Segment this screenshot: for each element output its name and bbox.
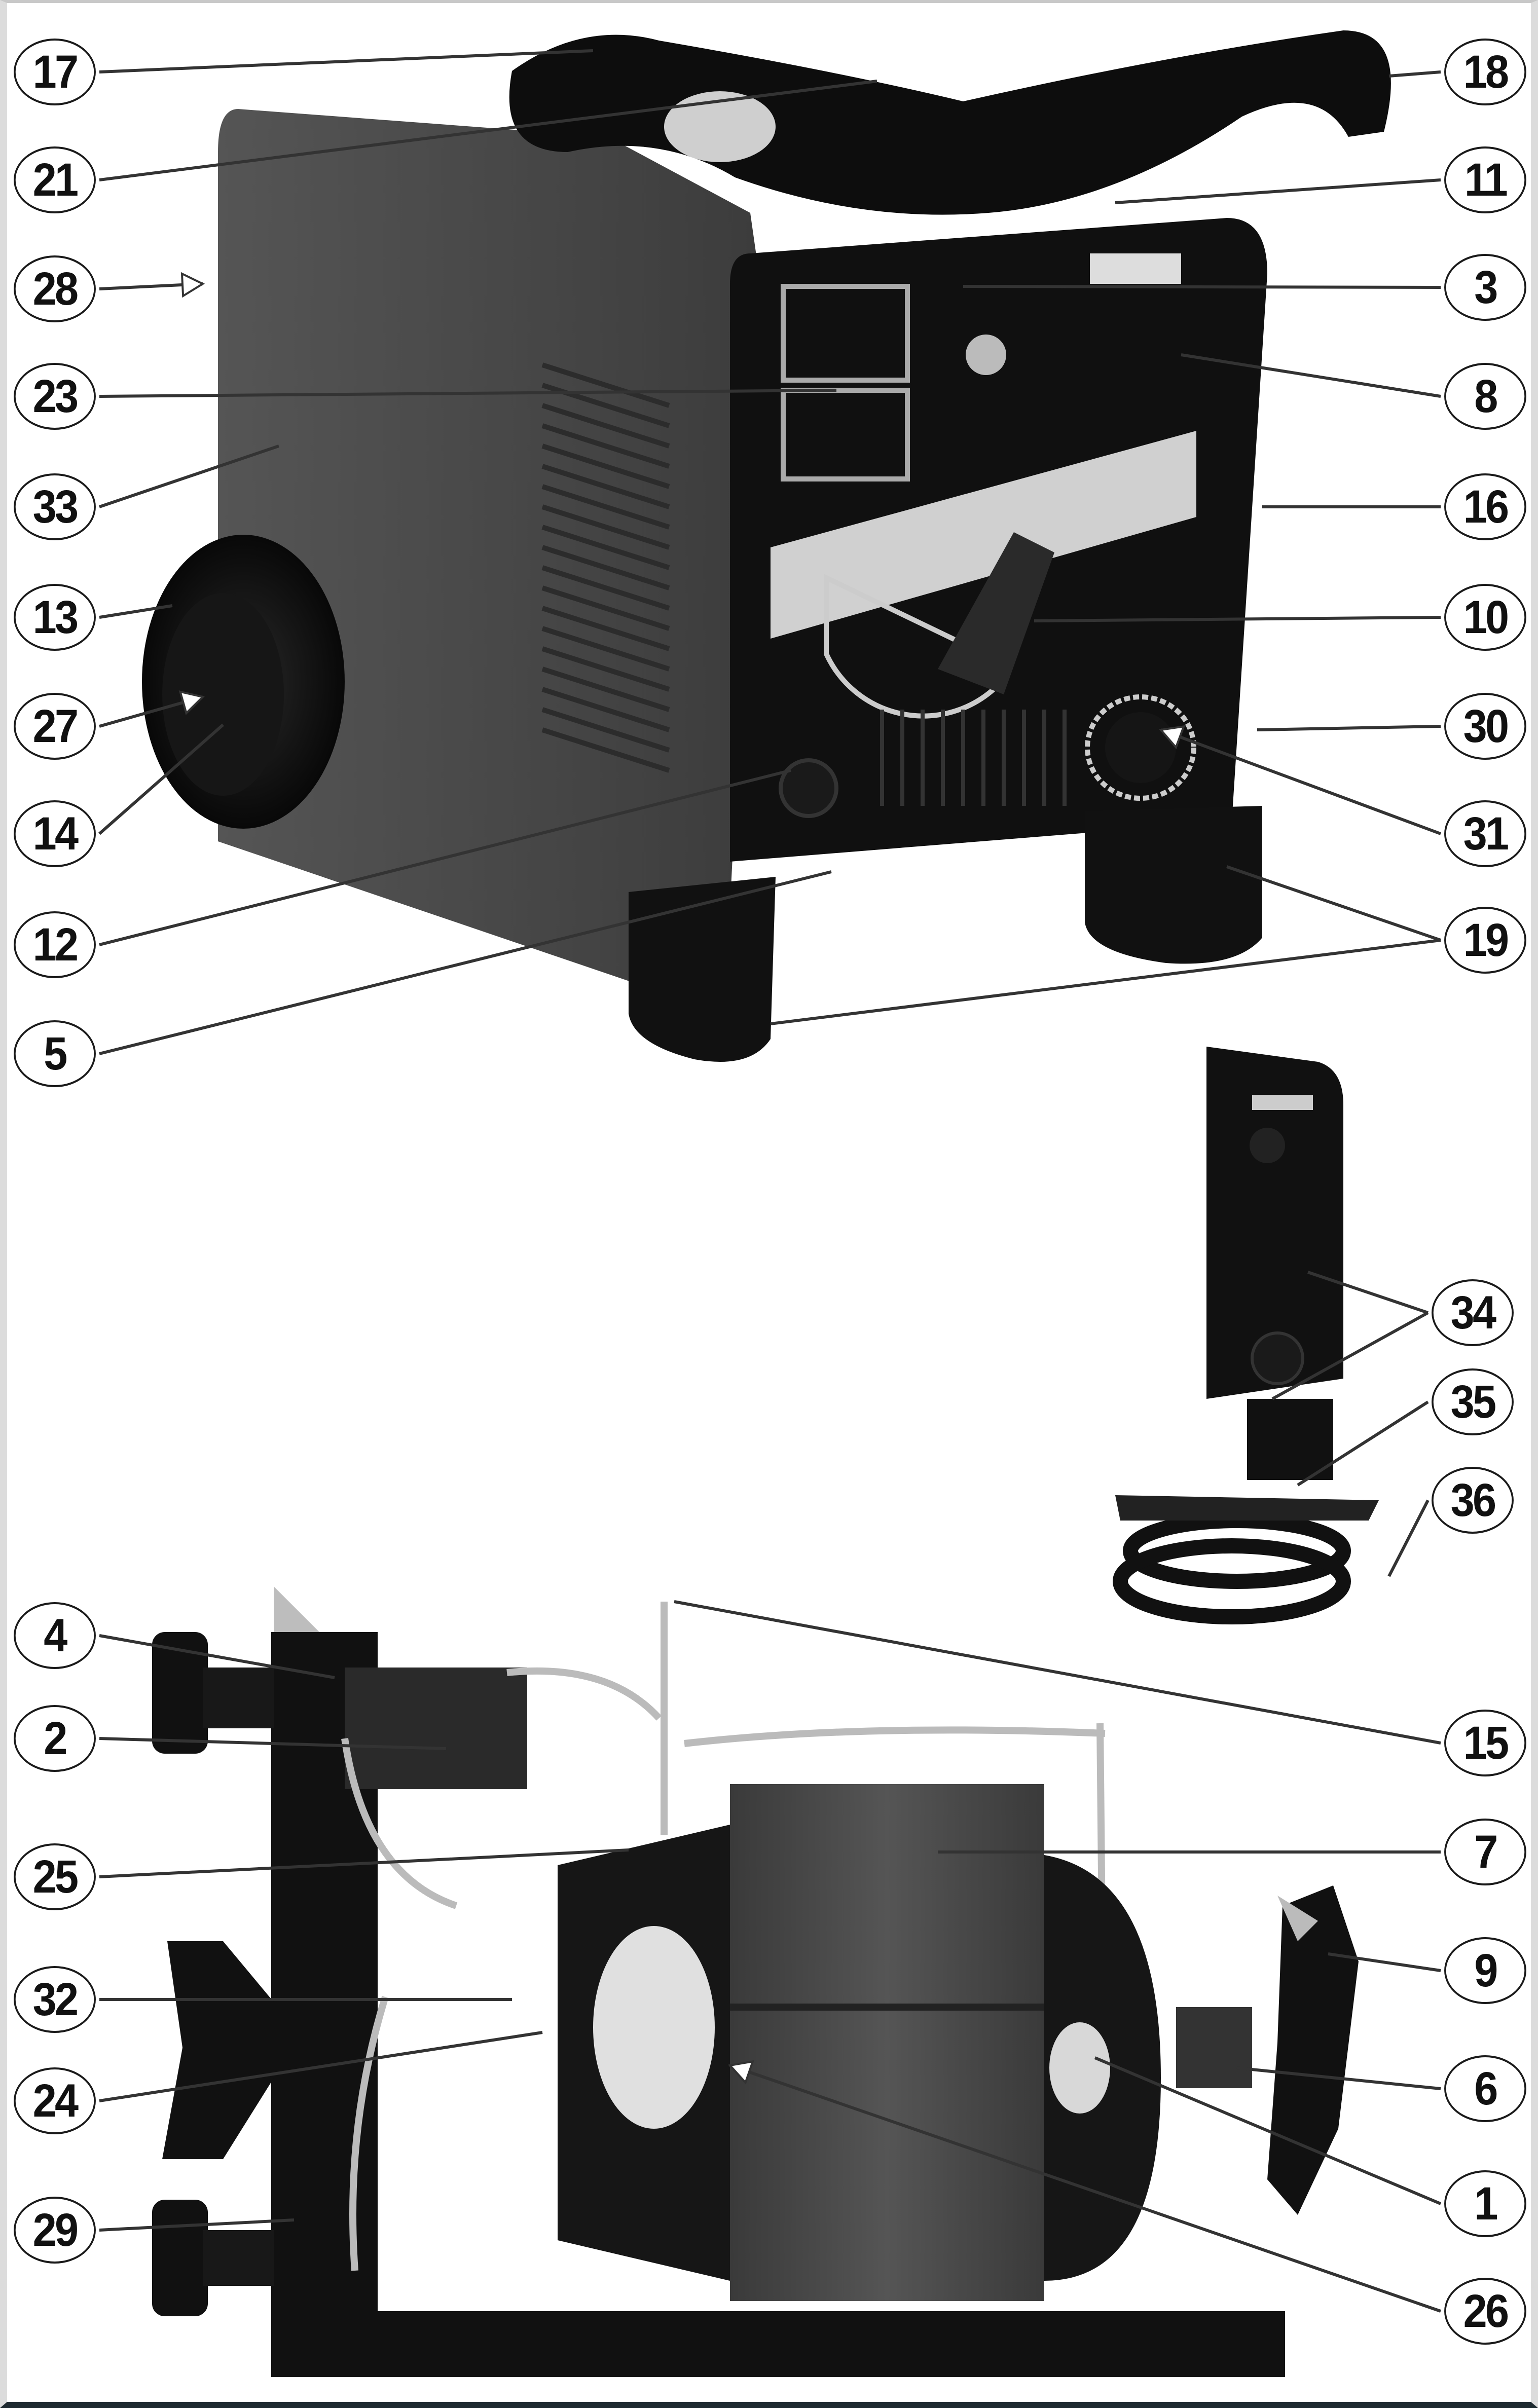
callout-9: 9 bbox=[1444, 1937, 1526, 2004]
knob-lower-shaft bbox=[203, 2230, 274, 2286]
callout-17: 17 bbox=[14, 39, 96, 105]
callout-28: 28 bbox=[14, 255, 96, 322]
control-knob-frame-upper bbox=[781, 284, 910, 383]
callout-26: 26 bbox=[1444, 2278, 1526, 2345]
callout-34: 34 bbox=[1432, 1279, 1514, 1346]
callout-27: 27 bbox=[14, 693, 96, 760]
fan-motor bbox=[1176, 2007, 1252, 2088]
knob-upper-shaft bbox=[203, 1668, 274, 1728]
callout-3: 3 bbox=[1444, 254, 1526, 321]
internal-components-view bbox=[152, 1586, 1359, 2377]
rating-label-strip bbox=[771, 431, 1196, 639]
callout-24: 24 bbox=[14, 2067, 96, 2134]
earth-socket bbox=[779, 758, 838, 818]
callout-10: 10 bbox=[1444, 584, 1526, 651]
panel-detail-stand bbox=[1247, 1399, 1333, 1480]
callout-23: 23 bbox=[14, 363, 96, 430]
current-adjust-handle bbox=[938, 532, 1054, 694]
panel-detail-label bbox=[1252, 1095, 1313, 1110]
knob-upper bbox=[152, 1632, 208, 1754]
callout-14: 14 bbox=[14, 800, 96, 867]
callout-21: 21 bbox=[14, 146, 96, 213]
control-knob-frame-lower bbox=[781, 388, 910, 481]
knob-middle bbox=[162, 1941, 274, 2159]
callout-32: 32 bbox=[14, 1966, 96, 2033]
callout-2: 2 bbox=[14, 1705, 96, 1772]
callout-7: 7 bbox=[1444, 1819, 1526, 1885]
fan-blade bbox=[1267, 1885, 1359, 2215]
thermostat bbox=[1049, 2022, 1110, 2114]
welding-machine-external-view bbox=[142, 30, 1391, 1062]
output-socket bbox=[1105, 712, 1176, 783]
callout-6: 6 bbox=[1444, 2055, 1526, 2122]
indicator-lamp bbox=[966, 335, 1006, 375]
callout-33: 33 bbox=[14, 473, 96, 540]
callout-29: 29 bbox=[14, 2197, 96, 2264]
side-vent-grille bbox=[541, 362, 670, 773]
front-vent-grille bbox=[880, 710, 1067, 806]
fan-blade-highlight bbox=[1277, 1896, 1318, 1941]
wheel-hub bbox=[162, 593, 284, 796]
knob-lower bbox=[152, 2200, 208, 2316]
front-foot-right bbox=[1085, 806, 1262, 964]
front-plate-tab bbox=[274, 1586, 324, 1637]
panel-detail-lower-socket bbox=[1251, 1331, 1304, 1385]
callout-12: 12 bbox=[14, 911, 96, 978]
front-foot-left bbox=[629, 877, 776, 1062]
electrode-holder bbox=[1115, 1495, 1379, 1521]
callout-8: 8 bbox=[1444, 363, 1526, 430]
callout-11: 11 bbox=[1444, 146, 1526, 213]
callout-36: 36 bbox=[1432, 1467, 1514, 1534]
welding-cables-accessory bbox=[1113, 1513, 1351, 1624]
callout-5: 5 bbox=[14, 1020, 96, 1087]
callout-1: 1 bbox=[1444, 2170, 1526, 2237]
callout-15: 15 bbox=[1444, 1710, 1526, 1776]
output-socket-highlight bbox=[1085, 694, 1196, 801]
callout-16: 16 bbox=[1444, 473, 1526, 540]
leader-lines bbox=[98, 49, 1442, 2313]
handle-opening bbox=[664, 91, 776, 162]
top-label-plate bbox=[1090, 253, 1181, 284]
panel-detail-upper-socket bbox=[1250, 1128, 1285, 1163]
callout-19: 19 bbox=[1444, 907, 1526, 974]
winding-coil bbox=[593, 1926, 715, 2129]
callout-4: 4 bbox=[14, 1602, 96, 1669]
callout-35: 35 bbox=[1432, 1368, 1514, 1435]
panel-detail bbox=[1206, 1047, 1343, 1399]
side-panel bbox=[218, 109, 760, 1014]
callout-25: 25 bbox=[14, 1843, 96, 1910]
callout-18: 18 bbox=[1444, 39, 1526, 105]
switch-block bbox=[345, 1668, 527, 1789]
base-plate bbox=[271, 2311, 1285, 2377]
callout-13: 13 bbox=[14, 584, 96, 651]
carry-handle bbox=[509, 30, 1391, 215]
callout-31: 31 bbox=[1444, 800, 1526, 867]
transformer-core bbox=[730, 1784, 1044, 2301]
callout-30: 30 bbox=[1444, 693, 1526, 760]
front-panel-detail-view bbox=[1113, 1047, 1379, 1624]
